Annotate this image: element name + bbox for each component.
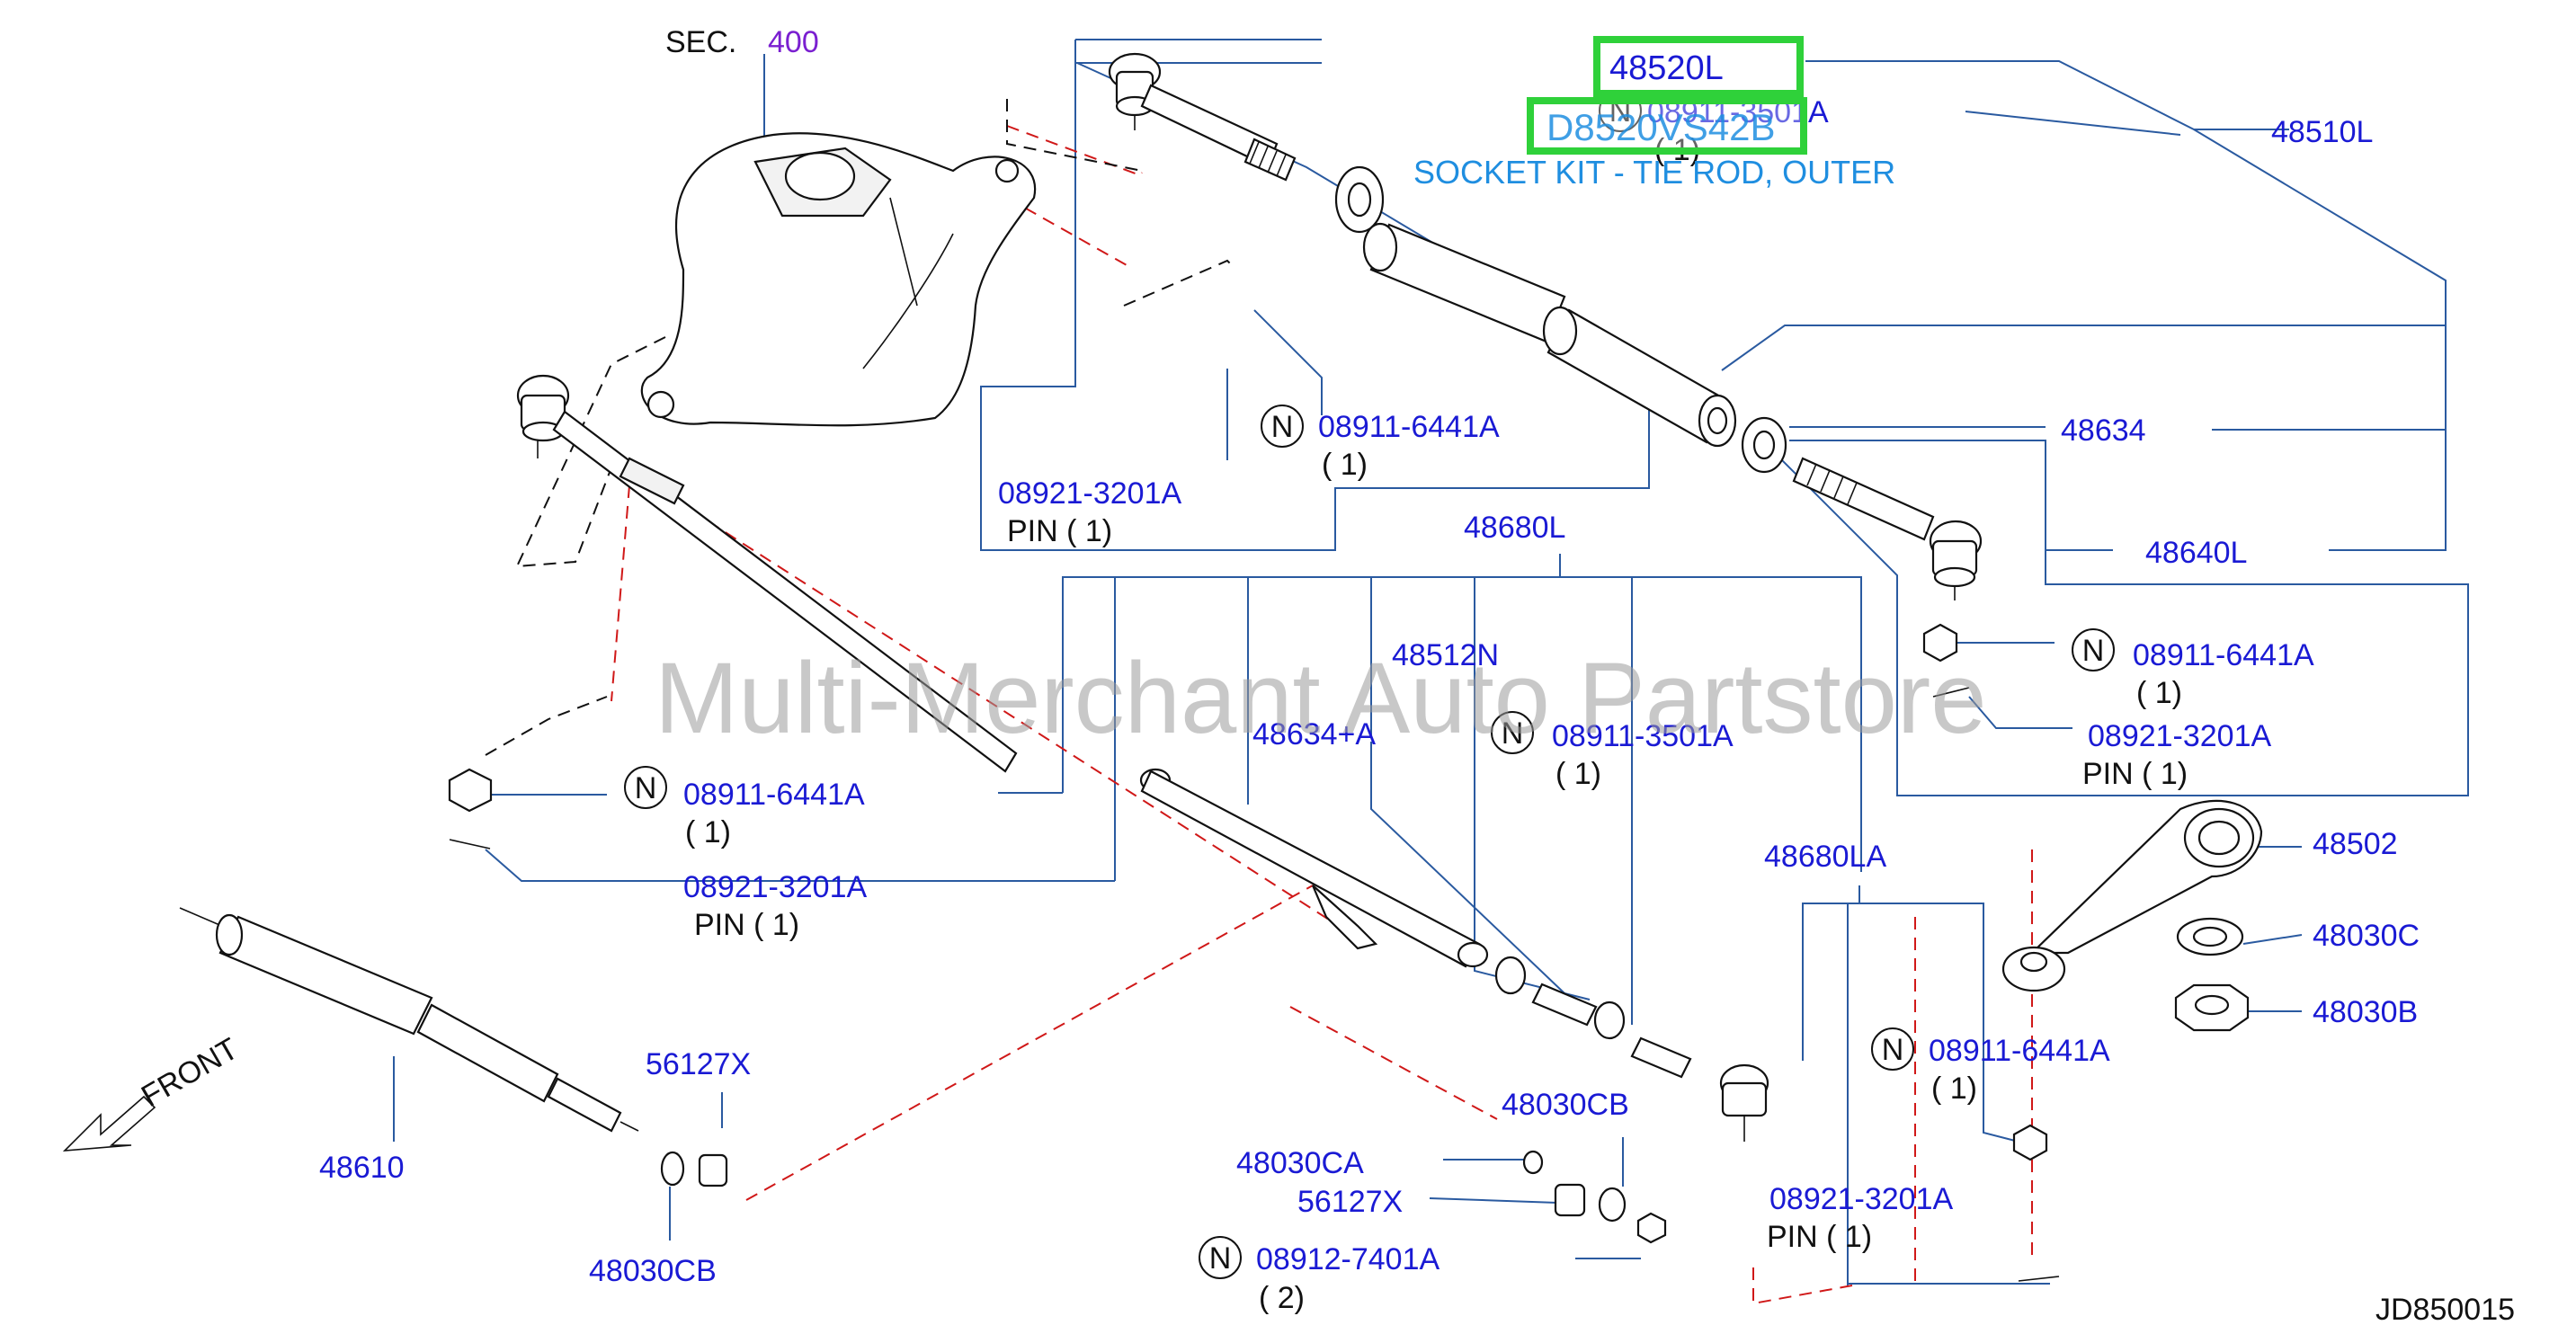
highlight-box-d8520vs42b[interactable] (1527, 97, 1807, 155)
part-label-48030ca[interactable]: 48030CA (1236, 1146, 1364, 1180)
part-label-48030cb[interactable]: 48030CB (589, 1254, 717, 1288)
qty-label: ( 1) (685, 815, 731, 849)
part-label-48502[interactable]: 48502 (2313, 827, 2398, 861)
pin-qty-label: PIN ( 1) (1007, 514, 1112, 548)
n-tag-letter: N (1882, 1033, 1904, 1067)
steering-box-housing (640, 132, 1037, 427)
pin-qty-label: PIN ( 1) (2082, 757, 2188, 791)
n-tag-letter: N (635, 771, 657, 805)
part-label-48680l[interactable]: 48680L (1464, 511, 1565, 545)
assembly-dash-lines (611, 125, 2033, 1305)
pin-qty-label: PIN ( 1) (1767, 1220, 1872, 1254)
n-tag-letter: N (1502, 716, 1524, 751)
tie-rod-left (448, 374, 1018, 849)
part-label-08911-6441a[interactable]: 08911-6441A (1318, 410, 1500, 444)
adjusting-tube (1334, 165, 1787, 474)
part-label-08911-3501a[interactable]: 08911-3501A (1552, 719, 1734, 753)
front-arrow-icon (62, 1095, 156, 1152)
sec-number-link[interactable]: 400 (768, 25, 819, 59)
part-label-48610[interactable]: 48610 (319, 1151, 405, 1185)
n-tag-icon (1871, 1027, 1914, 1071)
part-label-48030cb[interactable]: 48030CB (1502, 1088, 1629, 1122)
sec-label: SEC. (665, 25, 736, 59)
part-label-08912-7401a[interactable]: 08912-7401A (1256, 1242, 1440, 1276)
qty-label: ( 1) (1931, 1072, 1977, 1106)
idler-arm (2001, 799, 2263, 1282)
qty-label: ( 2) (1259, 1281, 1305, 1315)
highlight-callout[interactable]: 48520L D8520VS42B SOCKET KIT - TIE ROD, … (1413, 36, 1895, 191)
part-label-48512n[interactable]: 48512N (1392, 638, 1499, 672)
diagram-code: JD850015 (2375, 1293, 2515, 1327)
steering-damper (179, 907, 728, 1187)
part-label-08921-3201a[interactable]: 08921-3201A (1769, 1182, 1954, 1216)
leader-lines (393, 39, 2469, 1285)
n-tag-icon (2072, 628, 2115, 671)
socket-kit-label[interactable]: SOCKET KIT - TIE ROD, OUTER (1413, 154, 1895, 191)
n-tag-icon (1261, 405, 1304, 448)
cross-tube (1139, 768, 1769, 1142)
n-tag-icon (624, 766, 667, 809)
tie-rod-end-upper (1108, 52, 1297, 182)
highlight-box-48520l[interactable] (1593, 36, 1804, 97)
part-label-08911-6441a[interactable]: 08911-6441A (683, 778, 865, 812)
hardware-bottom (1522, 1150, 1667, 1244)
highlight-code-label[interactable]: D8520VS42B (1546, 106, 1776, 148)
part-label-48510l[interactable]: 48510L (2271, 115, 2373, 149)
part-label-48634-a[interactable]: 48634+A (1252, 717, 1376, 751)
part-label-08921-3201a[interactable]: 08921-3201A (998, 476, 1182, 511)
part-label-48680la[interactable]: 48680LA (1764, 840, 1886, 874)
part-label-48520l[interactable]: 48520L (1609, 49, 1724, 87)
part-label-56127x[interactable]: 56127X (1297, 1185, 1403, 1219)
part-label-56127x[interactable]: 56127X (646, 1047, 751, 1081)
n-tag-letter: N (1271, 410, 1294, 444)
part-label-08911-6441a[interactable]: 08911-6441A (2133, 638, 2314, 672)
qty-label: ( 1) (1555, 757, 1601, 791)
n-tag-letter: N (1209, 1241, 1232, 1276)
qty-label: ( 1) (1322, 448, 1368, 482)
front-label: FRONT (136, 1031, 244, 1113)
n-tag-letter: N (2082, 634, 2105, 668)
part-label-08921-3201a[interactable]: 08921-3201A (2088, 719, 2272, 753)
n-tag-icon (1199, 1236, 1242, 1279)
part-labels: SEC. 400 08911-3501A ( 1) 48510L 08911-6… (136, 25, 2515, 1327)
part-label-48030c[interactable]: 48030C (2313, 919, 2420, 953)
hidden-lines (485, 99, 1233, 756)
watermark-text: Multi-Merchant Auto Partstore (655, 642, 1986, 754)
part-label-08921-3201a[interactable]: 08921-3201A (683, 870, 868, 904)
tie-rod-end-right (1792, 457, 1983, 698)
part-label-48640l[interactable]: 48640L (2145, 536, 2247, 570)
n-tag-icon (1491, 711, 1534, 754)
pin-qty-label: PIN ( 1) (694, 908, 799, 942)
part-label-48030b[interactable]: 48030B (2313, 995, 2418, 1029)
part-label-08911-6441a[interactable]: 08911-6441A (1929, 1034, 2110, 1068)
part-label-48634[interactable]: 48634 (2061, 414, 2146, 448)
qty-label: ( 1) (2136, 676, 2182, 710)
